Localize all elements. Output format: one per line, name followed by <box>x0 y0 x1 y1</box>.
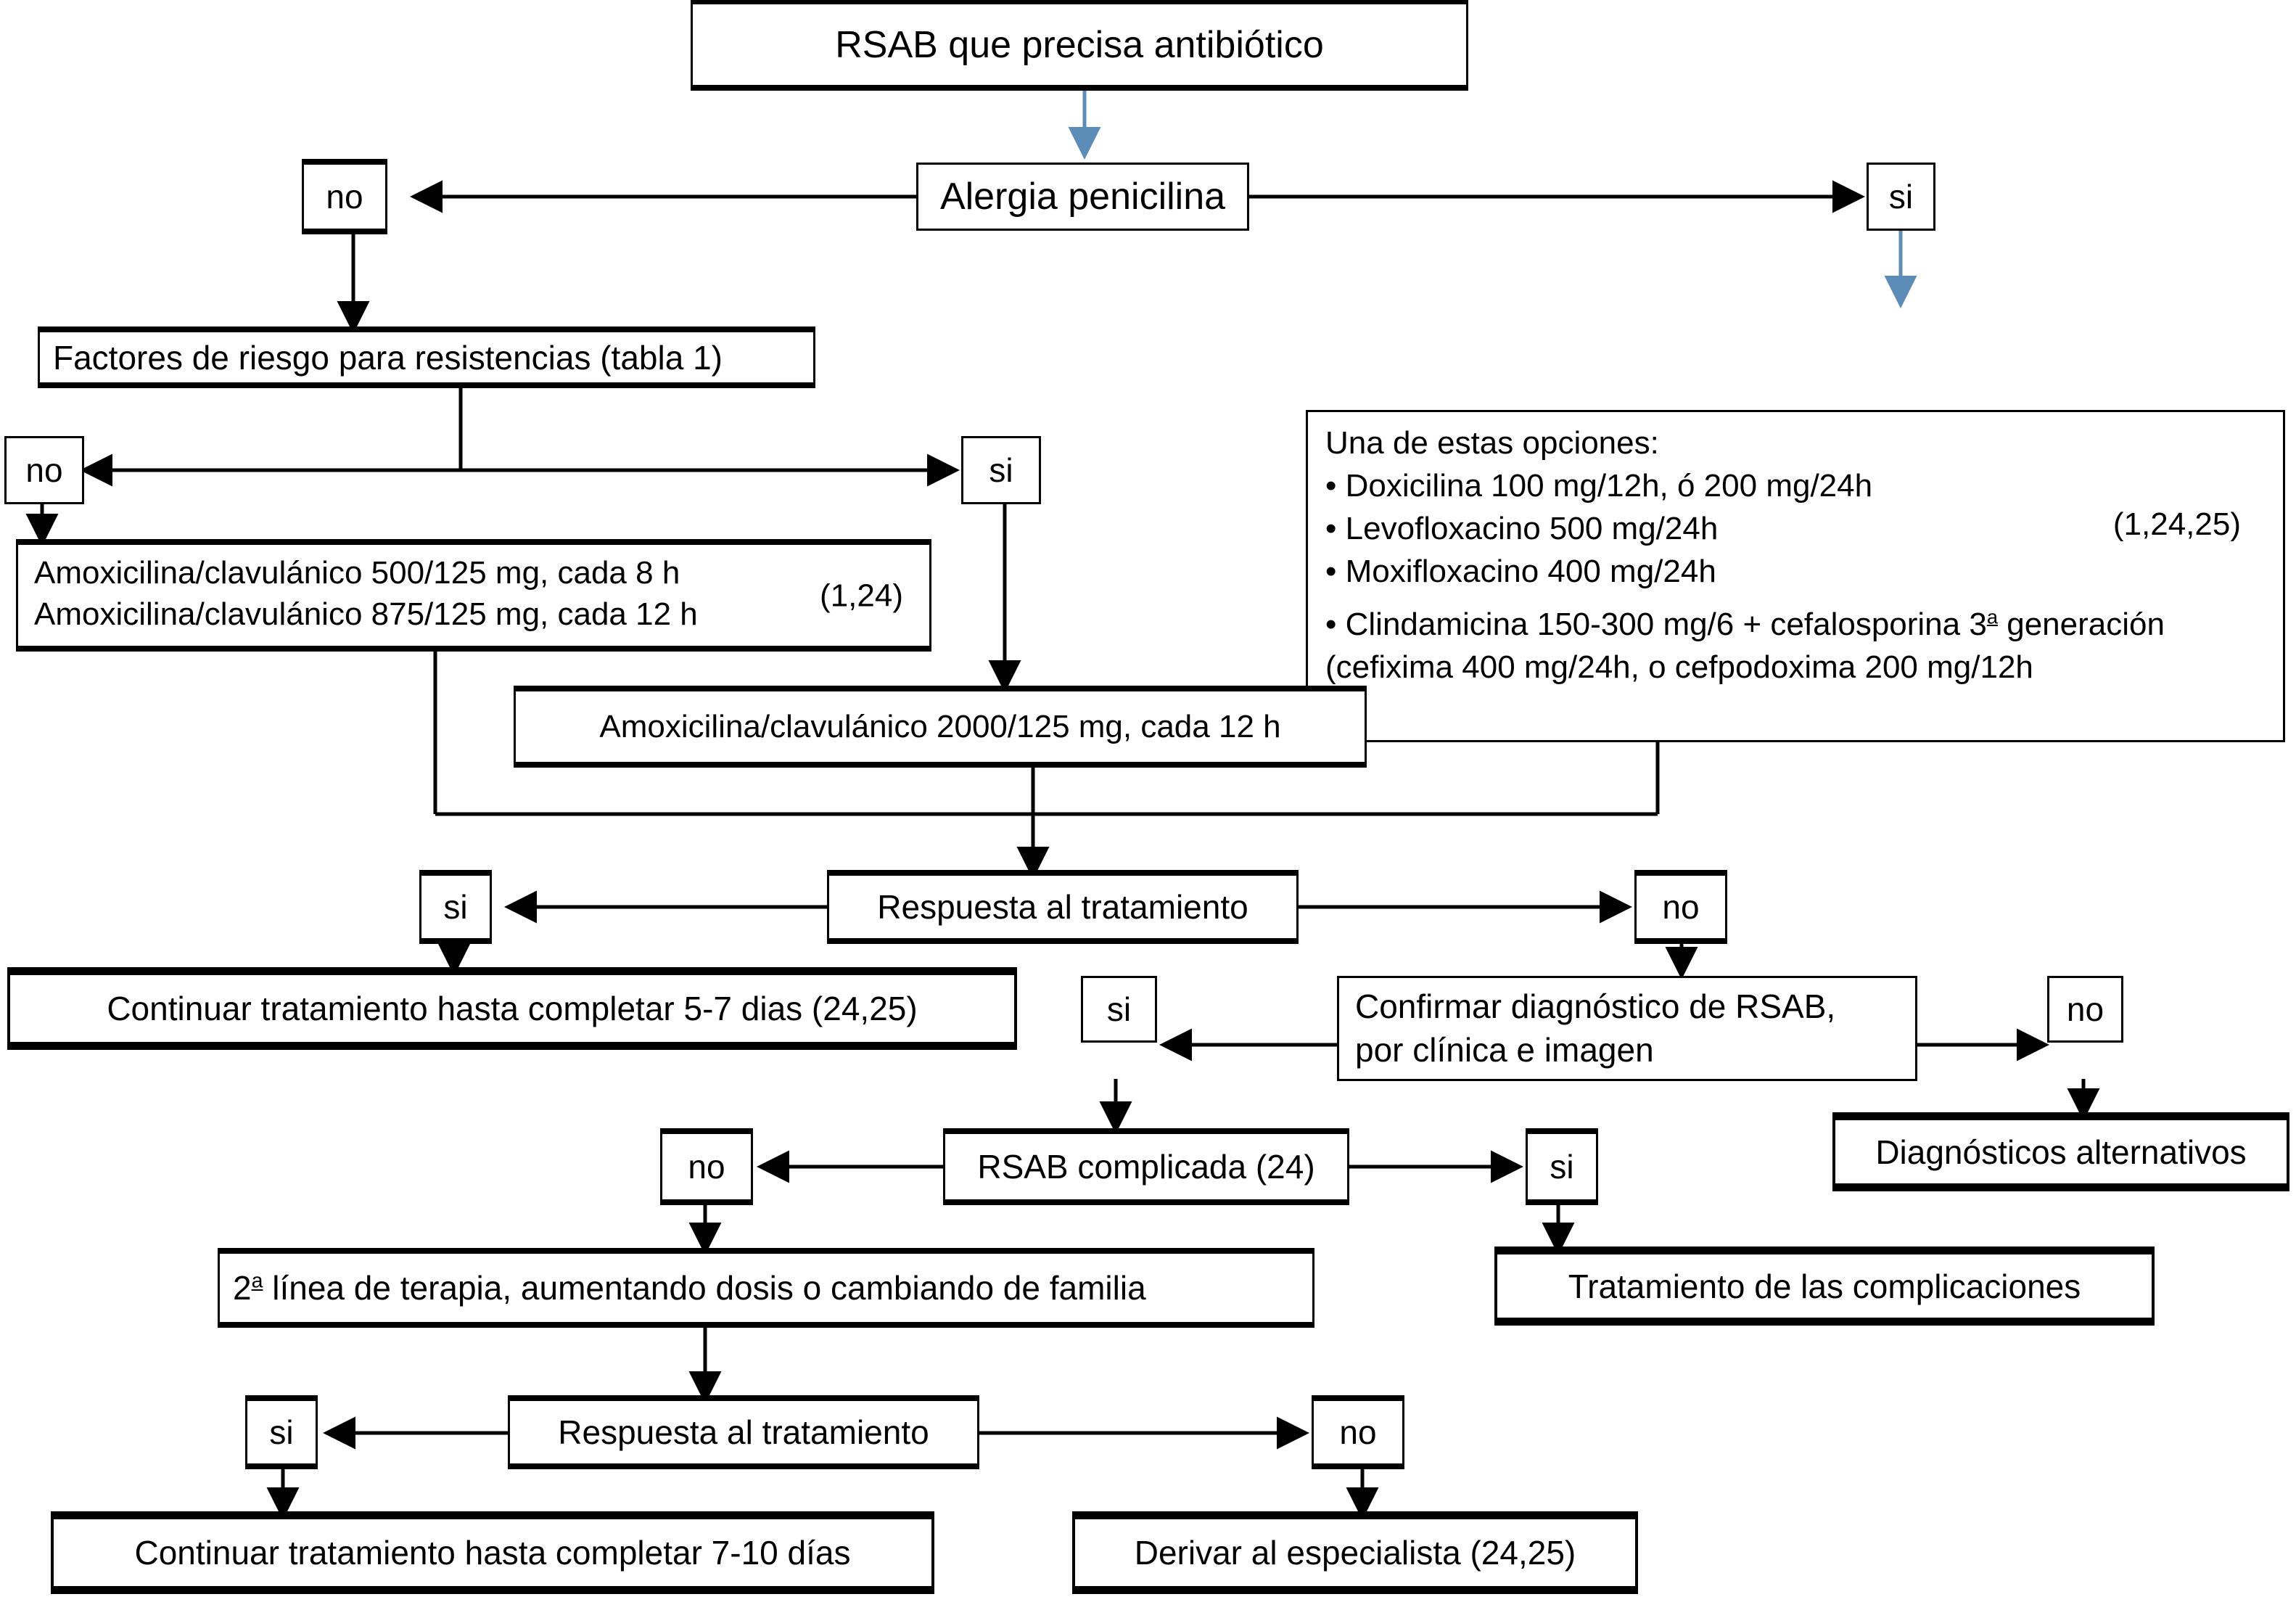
node-root-rsab-label: RSAB que precisa antibiótico <box>835 23 1324 66</box>
decision-risk-yes-label: si <box>989 451 1013 489</box>
options-item-moxifloxacino: • Moxifloxacino 400 mg/24h <box>1325 553 1716 589</box>
decision-response1-no-label: no <box>1662 888 1700 926</box>
node-confirm-diagnosis-line1: Confirmar diagnóstico de RSAB, <box>1355 987 1836 1025</box>
node-continue-7-10-days: Continuar tratamiento hasta completar 7-… <box>51 1516 934 1589</box>
node-amox-standard-line1: Amoxicilina/clavulánico 500/125 mg, cada… <box>34 555 680 591</box>
node-amox-standard-reference: (1,24) <box>820 577 903 613</box>
node-complicated-question: RSAB complicada (24) <box>943 1132 1349 1202</box>
node-root-rsab: RSAB que precisa antibiótico <box>691 2 1468 87</box>
node-response-question-2-label: Respuesta al tratamiento <box>558 1413 929 1451</box>
options-item-levofloxacino: • Levofloxacino 500 mg/24h <box>1325 510 1719 546</box>
options-item-clindamicina: • Clindamicina 150-300 mg/6 + cefalospor… <box>1325 605 2165 642</box>
decision-allergy-yes: si <box>1867 163 1935 231</box>
node-amox-high-dose-label: Amoxicilina/clavulánico 2000/125 mg, cad… <box>599 708 1281 744</box>
decision-response1-yes: si <box>419 874 492 940</box>
decision-allergy-no: no <box>302 163 387 231</box>
decision-response1-yes-label: si <box>443 888 468 926</box>
options-reference: (1,24,25) <box>2112 506 2241 542</box>
node-amox-high-dose: Amoxicilina/clavulánico 2000/125 mg, cad… <box>514 689 1367 764</box>
options-item-cefalosporinas: (cefixima 400 mg/24h, o cefpodoxima 200 … <box>1325 649 2033 685</box>
node-complicated-question-label: RSAB complicada (24) <box>977 1148 1315 1186</box>
node-refer-specialist: Derivar al especialista (24,25) <box>1072 1516 1638 1589</box>
options-heading: Una de estas opciones: <box>1325 425 1659 461</box>
node-confirm-diagnosis-line2: por clínica e imagen <box>1355 1030 1654 1069</box>
node-allergy-question: Alergia penicilina <box>916 163 1249 231</box>
decision-confirm-no: no <box>2047 976 2123 1043</box>
decision-confirm-no-label: no <box>2066 990 2104 1028</box>
decision-risk-yes: si <box>961 436 1041 504</box>
decision-response2-yes-label: si <box>269 1413 294 1451</box>
node-response-question-1: Respuesta al tratamiento <box>827 874 1299 940</box>
node-continue-5-7-days: Continuar tratamiento hasta completar 5-… <box>7 972 1017 1045</box>
node-second-line-therapy: 2a línea de terapia, aumentando dosis o … <box>218 1252 1314 1324</box>
decision-complicated-yes-label: si <box>1550 1148 1574 1186</box>
decision-confirm-yes-label: si <box>1106 990 1132 1028</box>
node-amox-standard: Amoxicilina/clavulánico 500/125 mg, cada… <box>16 543 931 648</box>
decision-allergy-no-label: no <box>326 178 363 215</box>
decision-response2-no: no <box>1312 1399 1404 1466</box>
node-response-question-1-label: Respuesta al tratamiento <box>877 888 1248 926</box>
node-risk-factors: Factores de riesgo para resistencias (ta… <box>38 330 815 385</box>
node-penicillin-allergy-options: Una de estas opciones: • Doxicilina 100 … <box>1306 410 2285 742</box>
decision-confirm-yes: si <box>1081 976 1157 1043</box>
node-risk-factors-label: Factores de riesgo para resistencias (ta… <box>53 338 723 377</box>
decision-response1-no: no <box>1634 874 1727 940</box>
decision-response2-yes: si <box>245 1399 318 1466</box>
decision-allergy-yes-label: si <box>1888 178 1914 215</box>
node-continue-5-7-days-label: Continuar tratamiento hasta completar 5-… <box>107 990 918 1027</box>
node-refer-specialist-label: Derivar al especialista (24,25) <box>1134 1534 1576 1572</box>
node-alternative-diagnoses-label: Diagnósticos alternativos <box>1875 1133 2247 1171</box>
decision-risk-no: no <box>4 436 84 504</box>
decision-complicated-yes: si <box>1526 1132 1598 1202</box>
node-second-line-therapy-label: 2a línea de terapia, aumentando dosis o … <box>233 1269 1146 1307</box>
options-item-doxicilina: • Doxicilina 100 mg/12h, ó 200 mg/24h <box>1325 467 1873 504</box>
node-alternative-diagnoses: Diagnósticos alternativos <box>1832 1117 2289 1186</box>
decision-response2-no-label: no <box>1339 1413 1377 1451</box>
node-treat-complications-label: Tratamiento de las complicaciones <box>1568 1267 2081 1305</box>
node-amox-standard-line2: Amoxicilina/clavulánico 875/125 mg, cada… <box>34 596 698 633</box>
node-response-question-2: Respuesta al tratamiento <box>508 1399 979 1466</box>
node-allergy-question-label: Alergia penicilina <box>939 176 1226 218</box>
node-continue-7-10-days-label: Continuar tratamiento hasta completar 7-… <box>134 1534 851 1572</box>
decision-complicated-no: no <box>660 1132 753 1202</box>
node-treat-complications: Tratamiento de las complicaciones <box>1494 1252 2155 1321</box>
decision-risk-no-label: no <box>25 451 63 489</box>
node-confirm-diagnosis: Confirmar diagnóstico de RSAB, por clíni… <box>1337 976 1917 1081</box>
decision-complicated-no-label: no <box>688 1148 725 1186</box>
